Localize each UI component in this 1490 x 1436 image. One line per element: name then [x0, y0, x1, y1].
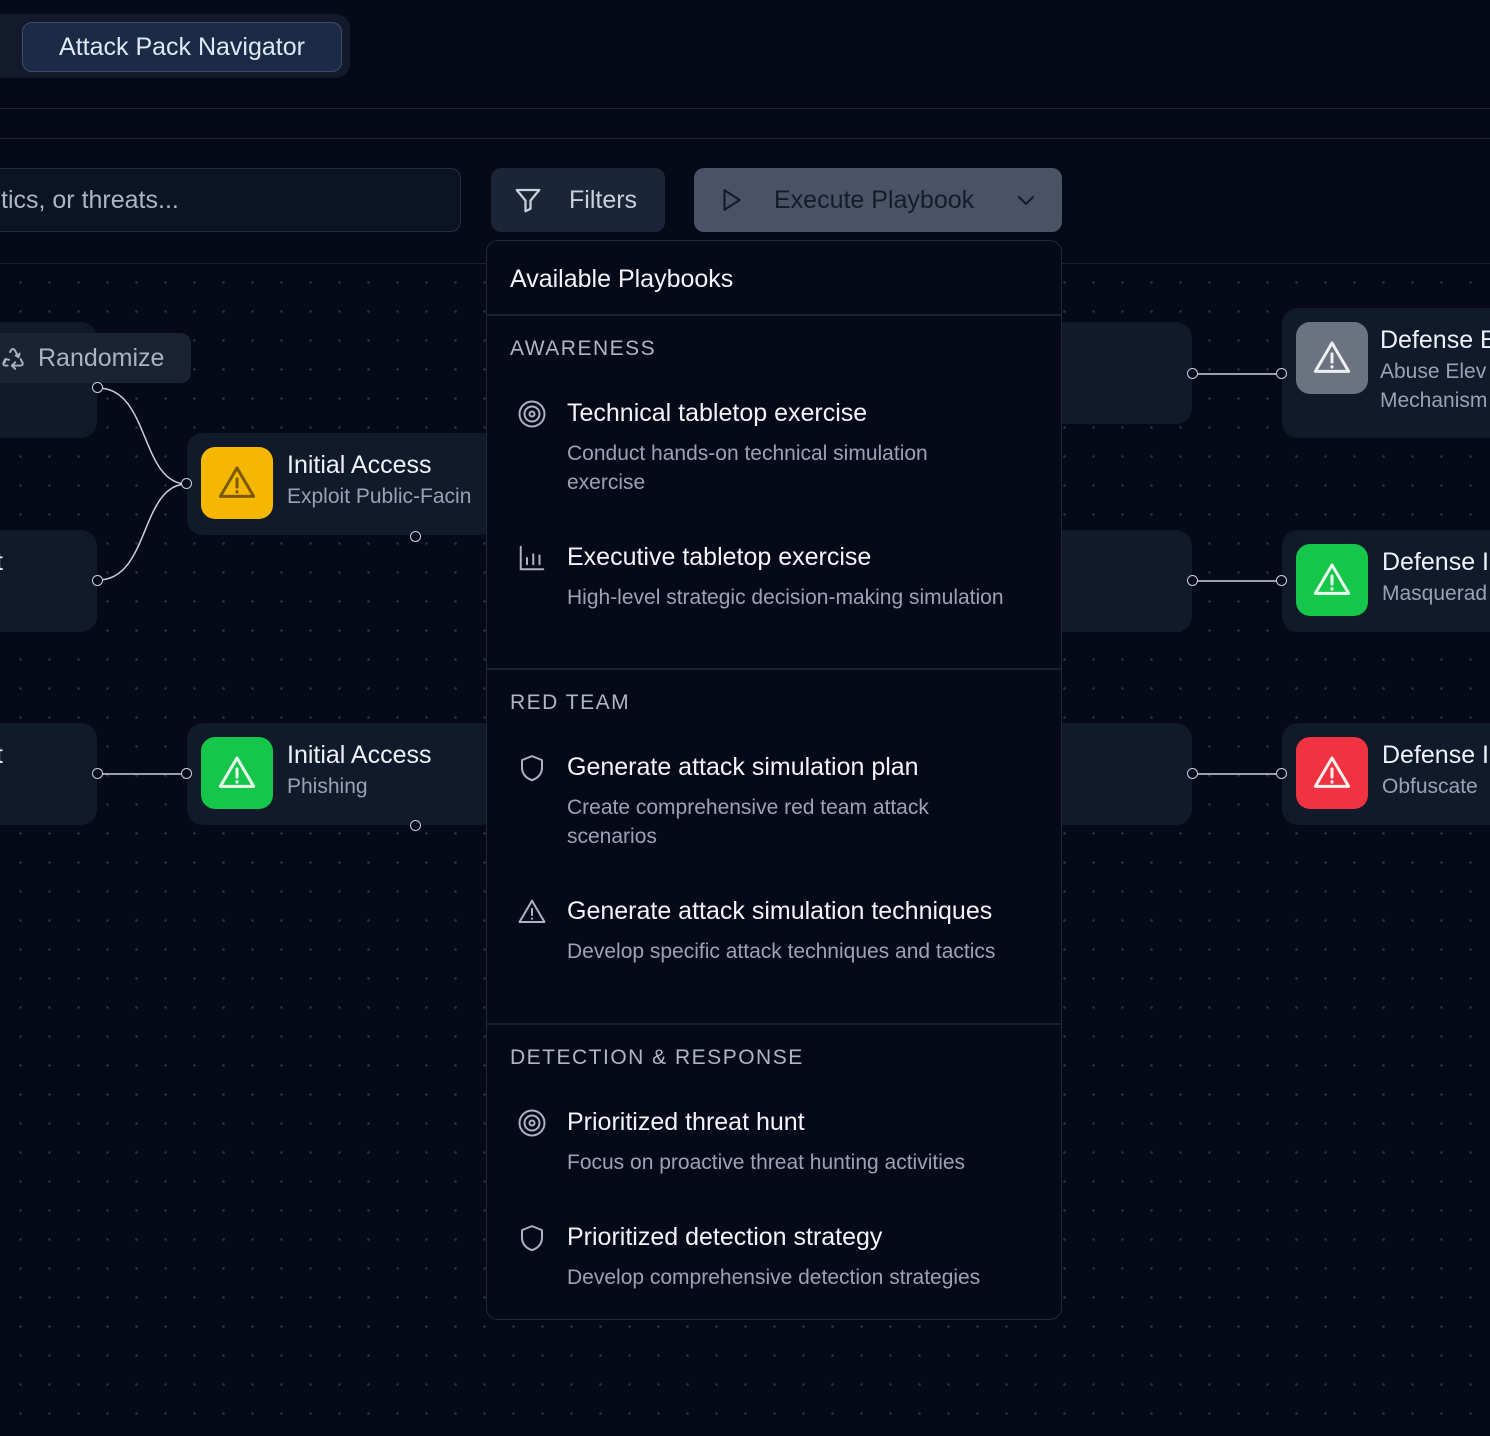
filter-icon	[515, 188, 541, 213]
node-port[interactable]	[1187, 768, 1198, 779]
node-partial-left-bottom[interactable]: t	[0, 723, 97, 825]
node-subtitle-line2: Mechanism	[1380, 389, 1488, 412]
recycle-icon	[2, 348, 24, 370]
node-port[interactable]	[1187, 575, 1198, 586]
node-defense-abuse[interactable]: Defense E Abuse Elev Mechanism	[1282, 308, 1490, 438]
menu-item-desc: High-level strategic decision-making sim…	[567, 586, 1004, 609]
target-icon	[518, 1109, 546, 1137]
menu-item-attack-simulation-techniques[interactable]: Generate attack simulation techniques De…	[487, 897, 1061, 1007]
node-subtitle: Abuse Elev	[1380, 360, 1487, 383]
menu-item-name: Executive tabletop exercise	[567, 543, 872, 571]
warning-icon	[218, 756, 256, 788]
search-field[interactable]	[0, 168, 461, 232]
node-title: t	[0, 548, 3, 577]
node-partial-mid-bottom[interactable]	[1040, 723, 1192, 825]
node-subtitle: Exploit Public-Facin	[287, 485, 472, 508]
top-bar: Attack Pack Navigator	[0, 0, 1490, 109]
group-label-red-team: RED TEAM	[510, 691, 631, 714]
menu-item-name: Prioritized detection strategy	[567, 1223, 883, 1251]
node-port[interactable]	[181, 768, 192, 779]
randomize-button[interactable]: Randomize	[0, 333, 191, 383]
node-defense-masquerade[interactable]: Defense I Masquerad	[1282, 530, 1490, 632]
target-icon	[518, 400, 546, 428]
menu-item-name: Generate attack simulation techniques	[567, 897, 993, 925]
menu-item-name: Technical tabletop exercise	[567, 399, 868, 427]
node-badge	[1296, 737, 1368, 809]
node-initial-access-exploit[interactable]: Initial Access Exploit Public-Facin	[187, 433, 497, 535]
node-title: Defense E	[1380, 326, 1490, 354]
node-port[interactable]	[92, 382, 103, 393]
divider	[487, 314, 1061, 316]
node-port[interactable]	[1276, 368, 1287, 379]
menu-item-attack-simulation-plan[interactable]: Generate attack simulation plan Create c…	[487, 753, 1061, 863]
menu-item-prioritized-threat-hunt[interactable]: Prioritized threat hunt Focus on proacti…	[487, 1108, 1061, 1188]
bar-chart-icon	[519, 545, 545, 571]
menu-item-desc: Conduct hands-on technical simulation ex…	[567, 442, 928, 494]
node-subtitle: Phishing	[287, 775, 368, 798]
edge	[97, 483, 188, 581]
node-badge	[201, 737, 273, 809]
node-port[interactable]	[410, 820, 421, 831]
node-port[interactable]	[1276, 575, 1287, 586]
shield-icon	[521, 1225, 543, 1252]
menu-item-technical-tabletop[interactable]: Technical tabletop exercise Conduct hand…	[487, 399, 1061, 509]
execute-playbook-label: Execute Playbook	[774, 185, 975, 214]
playbooks-dropdown: Available Playbooks AWARENESS Technical …	[486, 240, 1062, 1320]
node-port[interactable]	[181, 478, 192, 489]
edge	[97, 387, 188, 485]
menu-item-desc: Develop specific attack techniques and t…	[567, 940, 996, 963]
warning-icon	[1313, 756, 1351, 788]
shield-icon	[521, 755, 543, 782]
filters-button[interactable]: Filters	[491, 168, 665, 232]
node-badge	[1296, 544, 1368, 616]
menu-item-desc: Focus on proactive threat hunting activi…	[567, 1151, 966, 1174]
node-port[interactable]	[1187, 368, 1198, 379]
filters-label: Filters	[569, 185, 638, 214]
node-title: Initial Access	[287, 451, 432, 479]
warning-icon	[1313, 563, 1351, 595]
node-port[interactable]	[1276, 768, 1287, 779]
node-title: Defense I	[1382, 741, 1490, 769]
menu-item-name: Generate attack simulation plan	[567, 753, 919, 781]
warning-icon	[518, 899, 546, 923]
node-initial-access-phishing[interactable]: Initial Access Phishing	[187, 723, 497, 825]
divider	[487, 1023, 1061, 1025]
node-title: t	[0, 741, 3, 770]
search-input[interactable]	[0, 185, 460, 215]
node-partial-mid-mid[interactable]	[1040, 530, 1192, 632]
node-port[interactable]	[92, 575, 103, 586]
menu-item-executive-tabletop[interactable]: Executive tabletop exercise High-level s…	[487, 543, 1061, 653]
node-title: Initial Access	[287, 741, 432, 769]
node-defense-obfuscate[interactable]: Defense I Obfuscate	[1282, 723, 1490, 825]
group-label-awareness: AWARENESS	[510, 337, 657, 360]
execute-playbook-button[interactable]: Execute Playbook	[694, 168, 1062, 232]
node-port[interactable]	[410, 531, 421, 542]
node-port[interactable]	[92, 768, 103, 779]
randomize-label: Randomize	[38, 343, 165, 372]
menu-item-desc: Develop comprehensive detection strategi…	[567, 1266, 981, 1289]
node-badge	[1296, 322, 1368, 394]
node-partial-mid-top[interactable]	[1040, 322, 1192, 424]
play-icon	[723, 189, 741, 211]
warning-icon	[1313, 341, 1351, 373]
node-subtitle: Masquerad	[1382, 582, 1488, 605]
node-partial-left-mid[interactable]: t	[0, 530, 97, 632]
node-title: Defense I	[1382, 548, 1490, 576]
menu-item-prioritized-detection-strategy[interactable]: Prioritized detection strategy Develop c…	[487, 1223, 1061, 1303]
menu-item-name: Prioritized threat hunt	[567, 1108, 805, 1136]
group-label-detection-response: DETECTION & RESPONSE	[510, 1046, 804, 1069]
node-badge	[201, 447, 273, 519]
menu-item-desc: Create comprehensive red team attack sce…	[567, 796, 929, 848]
tab-attack-pack-navigator[interactable]: Attack Pack Navigator	[22, 22, 342, 72]
warning-icon	[218, 466, 256, 498]
node-subtitle: Obfuscate	[1382, 775, 1478, 798]
chevron-down-icon	[1017, 195, 1035, 206]
dropdown-title: Available Playbooks	[510, 265, 734, 293]
divider	[487, 668, 1061, 670]
